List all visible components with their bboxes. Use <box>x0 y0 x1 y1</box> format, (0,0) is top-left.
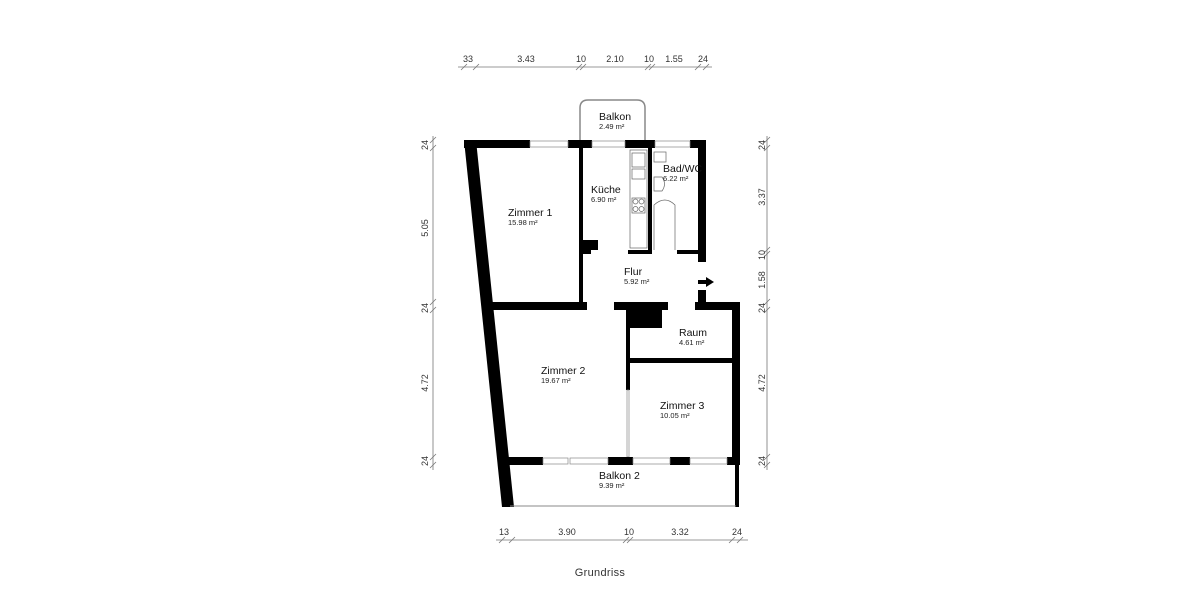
room-name: Raum <box>679 327 707 339</box>
dimension-tick <box>579 63 587 71</box>
room-name: Zimmer 1 <box>508 207 552 219</box>
dimension-tick <box>429 453 437 461</box>
arrow-left-icon <box>698 277 714 287</box>
dim-left: 24 <box>420 140 430 150</box>
dim-bottom: 3.32 <box>671 527 689 537</box>
dim-left: 4.72 <box>420 374 430 392</box>
dimension-tick <box>429 298 437 306</box>
room-name: Zimmer 2 <box>541 365 585 377</box>
drainboard <box>631 168 646 180</box>
dim-right: 1.58 <box>757 271 767 289</box>
bathroom-fixtures <box>653 151 676 250</box>
dim-top: 2.10 <box>606 54 624 64</box>
room-name: Balkon <box>599 111 631 123</box>
room-labels: Balkon 2.49 m² Küche 6.90 m² Bad/WC 6.22… <box>508 111 707 490</box>
sink-icon <box>631 152 646 168</box>
dimension-tick <box>763 250 771 258</box>
dimension-tick <box>626 536 634 544</box>
dim-right: 24 <box>757 140 767 150</box>
dim-right: 24 <box>757 456 767 466</box>
dim-top: 1.55 <box>665 54 683 64</box>
dimension-tick <box>508 536 516 544</box>
dimension-tick <box>429 461 437 469</box>
dimension-labels-right: 24 3.37 10 1.58 24 4.72 24 <box>757 140 767 466</box>
dim-top: 10 <box>644 54 654 64</box>
dim-bottom: 13 <box>499 527 509 537</box>
dim-right: 4.72 <box>757 374 767 392</box>
kitchen-counter <box>629 149 648 249</box>
dimension-tick <box>763 136 771 144</box>
dimension-tick <box>763 461 771 469</box>
dimension-tick <box>460 63 468 71</box>
room-area: 15.98 m² <box>508 218 538 227</box>
dimension-tick <box>736 536 744 544</box>
room-name: Bad/WC <box>663 163 703 175</box>
room-area: 4.61 m² <box>679 338 705 347</box>
bathtub-icon <box>653 199 676 250</box>
dimension-tick <box>429 136 437 144</box>
dimension-tick <box>644 63 652 71</box>
dim-left: 24 <box>420 303 430 313</box>
dimension-tick <box>429 144 437 152</box>
dim-right: 10 <box>757 250 767 260</box>
dim-right: 3.37 <box>757 188 767 206</box>
dimension-tick <box>763 144 771 152</box>
kitchen-fixtures <box>629 149 648 249</box>
room-area: 5.92 m² <box>624 277 650 286</box>
dimension-tick <box>575 63 583 71</box>
dimension-labels-top: 33 3.43 10 2.10 10 1.55 24 <box>463 54 708 64</box>
dimension-lines <box>429 63 771 544</box>
dimension-tick <box>702 63 710 71</box>
room-area: 9.39 m² <box>599 481 625 490</box>
room-name: Zimmer 3 <box>660 400 704 412</box>
room-area: 2.49 m² <box>599 122 625 131</box>
dimension-tick <box>472 63 480 71</box>
walls <box>464 140 740 507</box>
dimension-tick <box>763 246 771 254</box>
dim-top: 10 <box>576 54 586 64</box>
dimension-labels-left: 24 5.05 24 4.72 24 <box>420 140 430 466</box>
dimension-labels-bottom: 13 3.90 10 3.32 24 <box>499 527 742 537</box>
dim-top: 24 <box>698 54 708 64</box>
washbasin-icon <box>653 176 665 192</box>
room-area: 6.22 m² <box>663 174 689 183</box>
dim-top: 33 <box>463 54 473 64</box>
room-area: 19.67 m² <box>541 376 571 385</box>
stove-icon <box>631 197 646 214</box>
dim-right: 24 <box>757 303 767 313</box>
dimension-tick <box>498 536 506 544</box>
dim-bottom: 3.90 <box>558 527 576 537</box>
dimension-tick <box>763 306 771 314</box>
balcony-railing <box>579 99 646 140</box>
room-area: 10.05 m² <box>660 411 690 420</box>
dim-left: 5.05 <box>420 219 430 237</box>
dimension-tick <box>694 63 702 71</box>
dim-left: 24 <box>420 456 430 466</box>
dim-bottom: 24 <box>732 527 742 537</box>
room-name: Küche <box>591 184 621 196</box>
room-name: Balkon 2 <box>599 470 640 482</box>
dimension-tick <box>429 306 437 314</box>
dimension-tick <box>648 63 656 71</box>
dimension-tick <box>728 536 736 544</box>
dimension-tick <box>622 536 630 544</box>
room-name: Flur <box>624 266 643 278</box>
dimension-tick <box>763 453 771 461</box>
dimension-tick <box>763 298 771 306</box>
dim-bottom: 10 <box>624 527 634 537</box>
toilet-icon <box>653 151 667 163</box>
dim-top: 3.43 <box>517 54 535 64</box>
plan-caption: Grundriss <box>574 567 626 579</box>
room-area: 6.90 m² <box>591 195 617 204</box>
